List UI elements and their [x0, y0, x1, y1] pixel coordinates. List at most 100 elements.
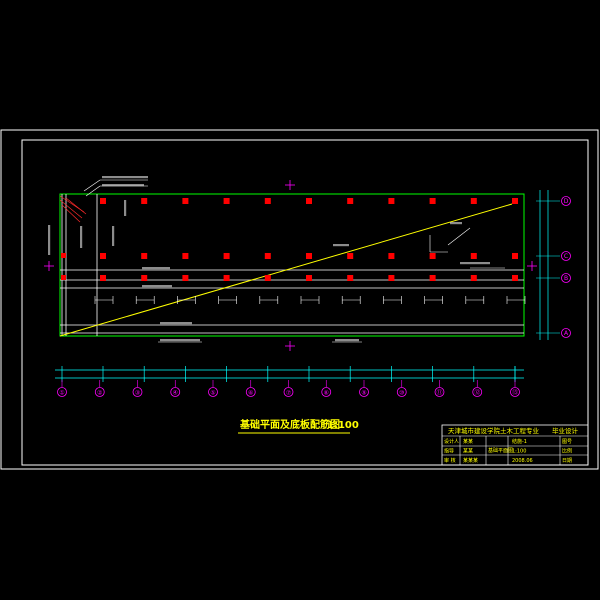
title-block-sheet-label: 日期	[562, 458, 572, 464]
column-marker	[61, 253, 66, 258]
axis-bubble	[245, 387, 256, 397]
axis-label: B	[564, 275, 568, 282]
column-marker	[141, 198, 148, 204]
axis-bubble	[170, 387, 181, 397]
column-marker	[429, 275, 436, 281]
title-block-value: 某某	[463, 449, 473, 455]
axis-label: C	[564, 253, 568, 260]
title-block-sheet-value: 结施-1	[512, 438, 527, 445]
annotations	[83, 179, 505, 343]
annotation-text-mark	[450, 222, 462, 225]
column-marker	[100, 253, 106, 259]
column-marker	[470, 253, 477, 259]
annotation-text-mark	[48, 225, 51, 255]
annotation-text-mark	[160, 339, 200, 342]
annotation-text-mark	[102, 184, 144, 187]
title-block-project: 毕业设计	[552, 426, 579, 435]
center-marks	[44, 180, 537, 351]
column-marker	[141, 253, 148, 259]
column-marker	[347, 198, 354, 204]
strip-ticks-group	[94, 296, 526, 304]
title-block-label: 指导	[444, 448, 454, 455]
column-marker	[388, 198, 395, 204]
column-marker	[223, 253, 230, 259]
column-marker	[264, 253, 271, 259]
column-marker	[264, 198, 271, 204]
axis-label: ⑤	[210, 390, 215, 397]
bottom-dim-ticks	[61, 366, 516, 382]
column-marker	[182, 253, 189, 259]
title-block-sheet-value: 1:100	[512, 449, 526, 455]
title-block-company: 天津城市建设学院土木工程专业	[448, 426, 540, 435]
axis-bubble	[561, 273, 571, 283]
annotation-text-mark	[142, 267, 170, 270]
column-marker	[182, 275, 189, 281]
axis-label: ⑧	[324, 390, 329, 397]
column-marker	[306, 275, 312, 281]
title-block-value: 某某	[463, 439, 473, 445]
column-marker	[223, 198, 230, 204]
building-outline	[59, 193, 525, 337]
title-block-value: 某某某	[463, 458, 478, 464]
axis-bubble	[561, 251, 571, 261]
axis-bubble	[472, 387, 483, 397]
column-marker	[100, 275, 106, 281]
axis-bubble	[132, 387, 143, 397]
axis-label: ⑩	[399, 390, 404, 397]
column-marker	[223, 275, 230, 281]
axis-label: ④	[173, 390, 178, 397]
column-marker	[182, 198, 189, 204]
title-block-label: 设计人	[444, 438, 459, 445]
axis-bubble	[94, 387, 105, 397]
title-block-sheet-label: 图号	[562, 439, 572, 445]
annotation-text-blocks	[48, 176, 490, 342]
annotation-text-mark	[112, 226, 115, 246]
bottom-dimension	[55, 369, 524, 379]
annotation-text-mark	[124, 200, 127, 216]
drawing-title: 基础平面及底板配筋图	[239, 418, 340, 431]
columns-group	[61, 198, 518, 281]
axis-label: ⑥	[248, 390, 253, 397]
column-marker	[388, 253, 395, 259]
column-marker	[512, 253, 518, 259]
annotation-text-mark	[460, 262, 490, 265]
axis-bubble	[321, 387, 332, 397]
axis-label: ⑦	[286, 390, 292, 397]
axis-bubbles-right: D C B A	[536, 196, 571, 338]
column-marker	[347, 253, 354, 259]
axis-bubble	[434, 387, 445, 397]
column-marker	[306, 198, 312, 204]
column-marker	[429, 198, 436, 204]
annotation-text-mark	[102, 176, 148, 179]
axis-label: ①	[59, 390, 64, 397]
axis-label: ⑫	[474, 389, 480, 397]
drawing-scale: 1:100	[327, 420, 359, 431]
axis-bubble	[359, 387, 369, 397]
axis-bubble	[396, 387, 407, 397]
axis-label: ⑪	[436, 389, 442, 397]
axis-label: ⑨	[361, 390, 366, 397]
axis-label: D	[564, 198, 569, 205]
inner-frame	[21, 139, 589, 466]
axis-label: ②	[97, 390, 103, 397]
title-block-left-cells: 设计人某某指导某某审 核某某某	[444, 438, 478, 464]
annotation-text-mark	[335, 339, 359, 342]
column-marker	[61, 275, 66, 280]
title-block: 天津城市建设学院土木工程专业 毕业设计 基础平面图 设计人某某指导某某审 核某某…	[441, 424, 589, 466]
annotation-text-mark	[160, 322, 192, 325]
title-block-drawing-name: 基础平面图	[488, 447, 513, 454]
axis-label: A	[564, 330, 569, 337]
column-marker	[512, 275, 518, 281]
annotation-text-mark	[80, 226, 83, 248]
title-block-sheet-value: 2008.06	[512, 458, 533, 464]
axis-label: ⑬	[512, 389, 518, 397]
annotation-text-mark	[142, 285, 172, 288]
column-marker	[512, 198, 518, 204]
column-marker	[306, 253, 312, 259]
axis-bubble	[561, 196, 571, 206]
annotation-text-mark	[333, 244, 349, 247]
axis-bubble	[561, 328, 571, 338]
